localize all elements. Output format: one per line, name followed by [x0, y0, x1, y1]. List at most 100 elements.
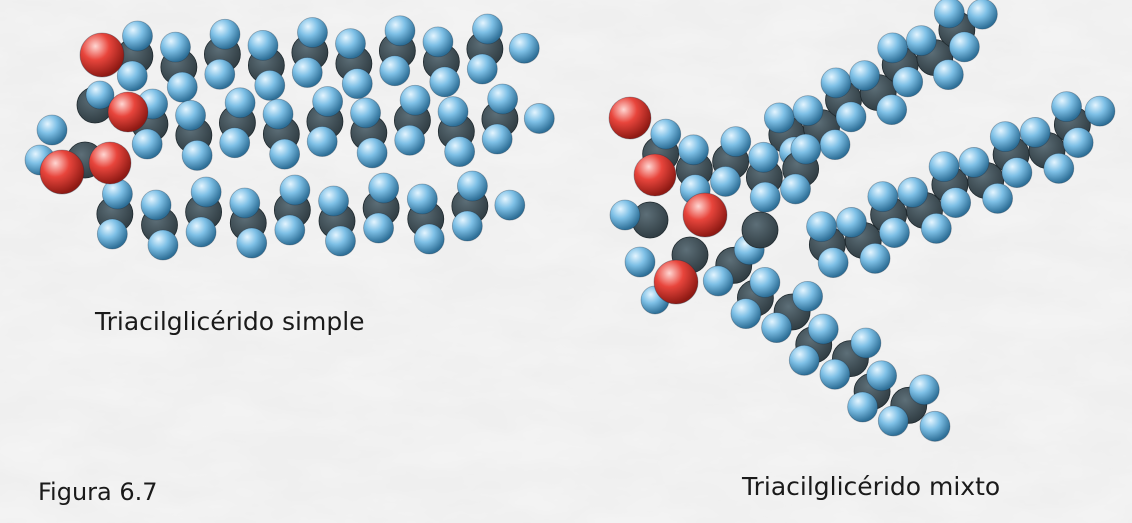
hydrogen-atom	[989, 121, 1021, 153]
hydrogen-atom	[487, 83, 519, 115]
hydrogen-atom	[236, 227, 268, 259]
hydrogen-atom	[325, 225, 356, 257]
hydrogen-atom	[897, 177, 929, 208]
hydrogen-atom	[269, 138, 301, 170]
hydrogen-atom	[876, 94, 908, 126]
oxygen-atom	[88, 141, 132, 185]
hydrogen-atom	[749, 181, 781, 213]
hydrogen-atom	[394, 124, 426, 156]
hydrogen-atom	[363, 212, 394, 244]
hydrogen-atom	[384, 15, 416, 47]
hydrogen-atom	[422, 26, 454, 58]
hydrogen-atom	[710, 166, 741, 197]
hydrogen-atom	[807, 313, 839, 345]
hydrogen-atom	[379, 55, 411, 87]
hydrogen-atom	[850, 327, 882, 359]
figure-label: Figura 6.7	[38, 478, 158, 506]
hydrogen-atom	[413, 223, 445, 255]
hydrogen-atom	[836, 207, 867, 238]
hydrogen-atom	[835, 101, 867, 133]
hydrogen-atom	[859, 242, 891, 274]
hydrogen-atom	[920, 212, 952, 244]
hydrogen-atom	[948, 31, 980, 63]
hydrogen-atom	[892, 66, 924, 98]
hydrogen-atom	[219, 127, 251, 159]
hydrogen-atom	[437, 96, 469, 128]
hydrogen-atom	[1001, 157, 1033, 188]
hydrogen-atom	[849, 60, 881, 91]
hydrogen-atom	[204, 58, 236, 90]
hydrogen-atom	[817, 247, 849, 278]
hydrogen-atom	[982, 182, 1013, 214]
hydrogen-atom	[181, 139, 213, 171]
hydrogen-atom	[1043, 152, 1075, 184]
hydrogen-atom	[350, 97, 381, 129]
hydrogen-atom	[147, 229, 179, 261]
hydrogen-atom	[166, 71, 198, 103]
hydrogen-atom	[908, 374, 940, 406]
hydrogen-atom	[650, 118, 682, 150]
oxygen-atom	[653, 259, 699, 305]
hydrogen-atom	[297, 17, 328, 48]
hydrogen-atom	[494, 189, 526, 221]
carbon-atom	[741, 211, 779, 249]
hydrogen-atom	[790, 133, 822, 165]
hydrogen-atom	[879, 217, 910, 248]
hydrogen-atom	[122, 20, 153, 52]
hydrogen-atom	[933, 0, 965, 29]
hydrogen-atom	[185, 216, 217, 248]
hydrogen-atom	[819, 129, 851, 161]
hydrogen-atom	[940, 187, 972, 218]
hydrogen-atom	[254, 69, 286, 101]
hydrogen-atom	[678, 134, 709, 166]
hydrogen-atom	[792, 95, 824, 126]
hydrogen-atom	[932, 59, 964, 91]
hydrogen-atom	[96, 218, 128, 250]
hydrogen-atom	[1051, 91, 1082, 123]
hydrogen-atom	[444, 136, 476, 168]
hydrogen-atom	[866, 360, 897, 392]
hydrogen-atom	[279, 174, 311, 206]
hydrogen-atom	[508, 32, 540, 64]
hydrogen-atom	[905, 25, 937, 56]
hydrogen-atom	[609, 199, 641, 231]
hydrogen-atom	[262, 98, 294, 130]
hydrogen-atom	[406, 183, 438, 215]
hydrogen-atom	[466, 53, 498, 85]
hydrogen-atom	[318, 185, 349, 217]
hydrogen-atom	[523, 103, 555, 134]
hydrogen-atom	[274, 214, 306, 246]
oxygen-atom	[107, 91, 149, 133]
hydrogen-atom	[36, 114, 68, 146]
hydrogen-atom	[131, 128, 163, 160]
hydrogen-atom	[209, 18, 241, 50]
oxygen-atom	[682, 192, 728, 238]
hydrogen-atom	[928, 151, 960, 183]
hydrogen-atom	[847, 391, 878, 423]
hydrogen-atom	[820, 67, 852, 99]
hydrogen-atom	[229, 187, 261, 219]
hydrogen-atom	[761, 312, 792, 343]
hydrogen-atom	[451, 210, 483, 242]
hydrogen-atom	[919, 410, 951, 442]
hydrogen-atom	[335, 28, 366, 60]
oxygen-atom	[79, 32, 125, 78]
caption-mixed: Triacilglicérido mixto	[742, 472, 1001, 501]
hydrogen-atom	[116, 60, 148, 92]
hydrogen-atom	[763, 102, 795, 134]
hydrogen-atom	[190, 176, 222, 208]
hydrogen-atom	[247, 29, 279, 61]
oxygen-atom	[39, 149, 85, 195]
hydrogen-atom	[730, 298, 762, 330]
hydrogen-atom	[624, 246, 656, 278]
caption-simple: Triacilglicérido simple	[95, 307, 365, 336]
hydrogen-atom	[877, 32, 909, 64]
hydrogen-atom	[306, 126, 338, 157]
hydrogen-atom	[720, 126, 752, 158]
hydrogen-atom	[877, 405, 909, 437]
hydrogen-atom	[399, 84, 431, 116]
hydrogen-atom	[788, 344, 820, 376]
